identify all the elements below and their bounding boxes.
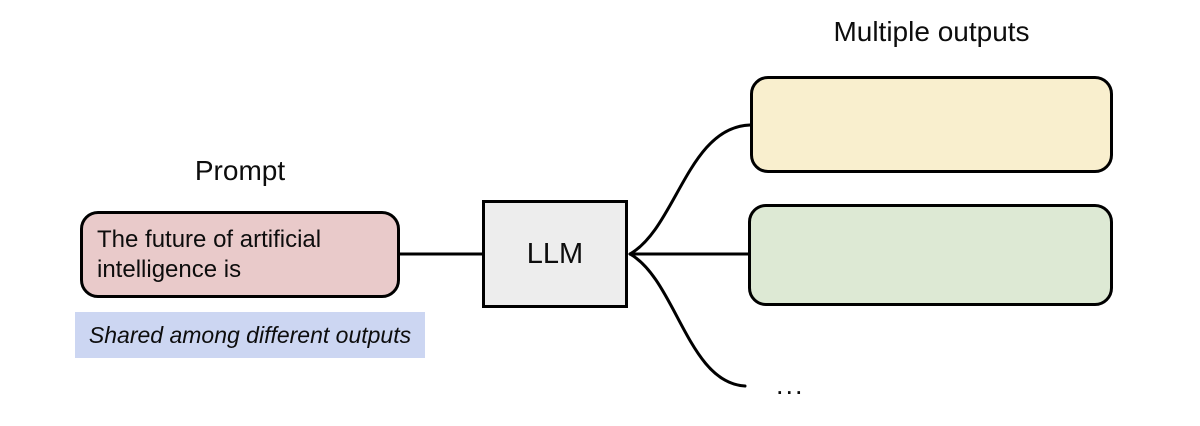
output-box-2 [748, 204, 1113, 306]
connector-llm-to-ellipsis [628, 252, 747, 388]
llm-box: LLM [482, 200, 628, 308]
prompt-label: Prompt [194, 155, 286, 186]
shared-note-text: Shared among different outputs [88, 321, 412, 348]
connector-llm-to-output-1 [628, 123, 752, 256]
more-outputs-ellipsis: ... [776, 370, 805, 400]
prompt-box: The future of artificial intelligence is [80, 211, 400, 298]
prompt-text: The future of artificial intelligence is [97, 226, 322, 283]
output-box-1 [750, 76, 1113, 173]
multiple-outputs-label: Multiple outputs [833, 16, 1030, 47]
llm-label: LLM [526, 237, 584, 270]
shared-note: Shared among different outputs [75, 312, 425, 358]
